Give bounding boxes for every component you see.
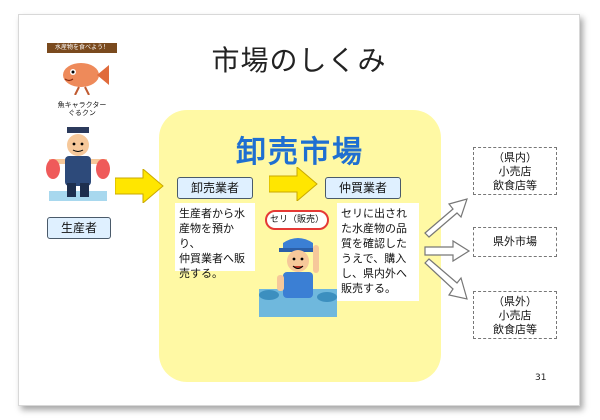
wholesaler-label: 卸売業者 [177,177,253,199]
arrow-right-icon [269,167,318,201]
producer-label: 生産者 [47,217,111,239]
destination-domestic-line: （県内） [493,151,537,164]
destination-outside-retail-line: 小売店 [498,309,532,322]
middleman-label: 仲買業者 [325,177,401,199]
middleman-desc-line: 質を確認した [341,237,407,250]
destination-outside-retail-line: （県外） [493,295,537,308]
destination-domestic-line: 飲食店等 [493,179,537,192]
mascot-caption-line2: ぐるクン [68,109,96,117]
auction-badge: セリ（販売） [265,210,329,230]
middleman-description: セリに出され た水産物の品 質を確認した うえで、購入 し、県内外へ 販売する。 [337,203,419,301]
middleman-desc-line: し、県内外へ [341,267,407,280]
market-title: 卸売市場 [236,135,364,170]
destination-domestic-line: 小売店 [498,165,532,178]
slide-title: 市場のしくみ [211,44,387,77]
branch-arrows [424,198,471,300]
wholesaler-desc-line: 売する。 [179,267,223,280]
mascot-caption-line1: 魚キャラクター [57,101,107,109]
fish-mascot-icon [63,63,109,95]
destination-outside-line: 県外市場 [493,235,537,248]
wholesaler-desc-line: 仲買業者へ販 [179,252,245,265]
producer-fisherman-icon [46,127,110,201]
middleman-desc-line: た水産物の品 [341,222,407,235]
middleman-desc-line: セリに出され [341,207,407,220]
destination-outside-market: 県外市場 [473,227,557,257]
mascot-caption: 魚キャラクター ぐるクン [43,101,121,117]
wholesaler-description: 生産者から水 産物を預かり、 仲買業者へ販 売する。 [175,203,255,280]
middleman-desc-line: うえで、購入 [341,252,407,265]
mascot: 水産物を食べよう！ 魚キャラクター ぐるクン [47,43,117,123]
middleman-desc-line: 販売する。 [341,282,396,295]
mascot-sign: 水産物を食べよう！ [47,43,117,53]
page-number: 31 [535,373,547,383]
slide: 水産物を食べよう！ 魚キャラクター ぐるクン 市場のしくみ 生産者 [18,14,580,406]
destination-outside-retail: （県外） 小売店 飲食店等 [473,291,557,339]
auctioneer-icon [259,238,337,317]
wholesaler-desc-line: 産物を預かり、 [179,222,234,250]
destination-outside-retail-line: 飲食店等 [493,323,537,336]
arrow-right-icon [115,169,164,203]
destination-domestic: （県内） 小売店 飲食店等 [473,147,557,195]
wholesaler-desc-line: 生産者から水 [179,207,245,220]
